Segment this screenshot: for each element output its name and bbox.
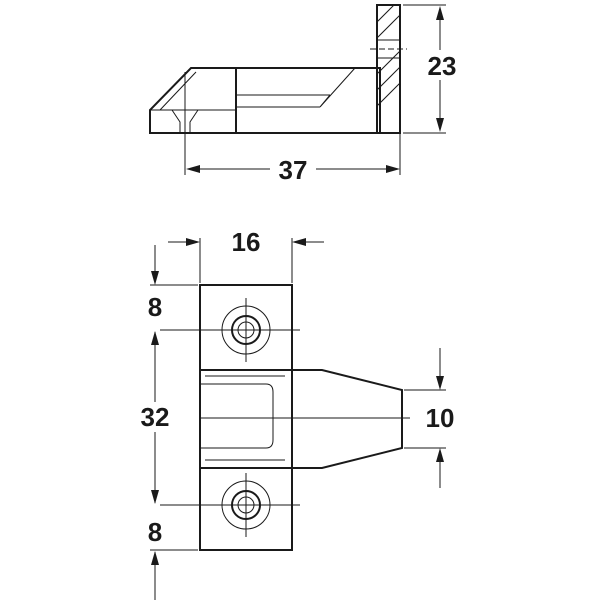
side-view-countersink [171,109,199,133]
front-view: 16 8 32 8 10 [133,227,464,600]
dim-tongue-text-bg [412,403,464,433]
dim-bottom-margin-text-bg [136,517,174,547]
front-view-slot-recess [205,383,274,449]
dim-bottom-margin-label: 8 [148,517,162,547]
dim-tongue-arrow-top [436,376,444,390]
dim-height-label: 23 [428,51,457,81]
dim-length-label: 37 [279,155,308,185]
dim-length-arrow-right [386,165,400,173]
dim-width-label: 16 [232,227,261,257]
dim-tongue-label: 10 [426,403,455,433]
side-view-body-outline [149,67,381,134]
dim-height-text-bg [418,50,464,80]
dim-height-arrow-bottom [436,118,444,132]
dim-bottom-margin-arrow [151,551,159,565]
side-view: 23 37 [149,4,464,185]
dim-hole-spacing-text-bg [133,402,177,432]
side-view-plate [376,4,401,134]
dim-top-margin-arrow [151,271,159,285]
dim-height-arrow-top [436,6,444,20]
front-view-slot-outline [199,369,293,469]
side-view-notch [319,67,356,108]
dim-hole-spacing-label: 32 [141,402,170,432]
dim-length-arrow-left [186,165,200,173]
side-view-plate-hatch [376,4,401,107]
dim-width-arrow-right [292,238,306,246]
dim-hole-spacing-arrow-bottom [151,490,159,504]
side-view-chamfer [159,71,197,111]
dim-top-margin-label: 8 [148,292,162,322]
dim-top-margin-text-bg [136,292,174,322]
dim-length-text-bg [270,154,316,184]
dim-hole-spacing-arrow-top [151,331,159,345]
dim-tongue-arrow-bottom [436,448,444,462]
front-view-tongue [292,369,403,469]
dim-width-arrow-left [186,238,200,246]
